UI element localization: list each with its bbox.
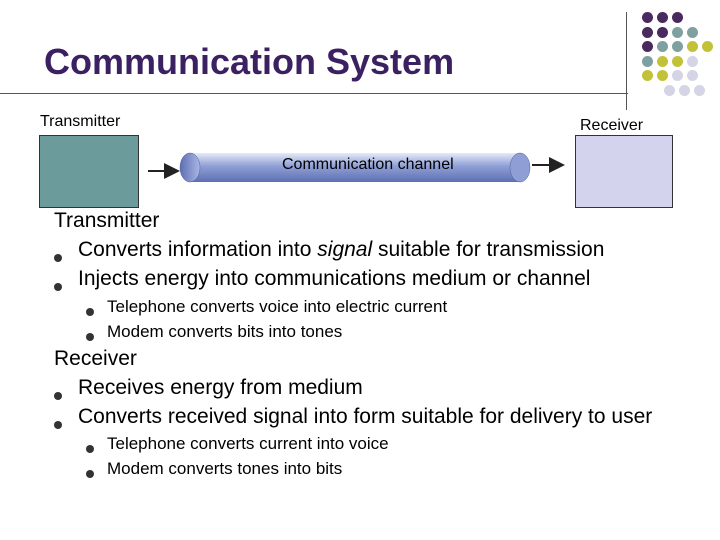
decorative-dot [642, 41, 653, 52]
transmitter-heading: Transmitter [54, 209, 160, 232]
decorative-dot [687, 70, 698, 81]
list-item: Receives energy from medium [54, 377, 654, 401]
receiver-label: Receiver [580, 117, 644, 134]
decorative-dot [657, 55, 668, 67]
decorative-dot [679, 84, 690, 96]
bullet-text: Converts received signal into form suita… [78, 405, 653, 428]
decorative-dot [642, 12, 653, 23]
channel-label: Communication channel [282, 156, 454, 173]
list-item: Telephone converts voice into electric c… [86, 298, 536, 318]
decorative-dot [672, 12, 683, 23]
receiver-box [575, 135, 673, 208]
transmitter-label: Transmitter [40, 113, 121, 130]
bullet-icon [54, 274, 62, 295]
decorative-dot [664, 84, 675, 96]
decorative-dot [694, 84, 705, 96]
transmitter-box [39, 135, 139, 208]
decorative-dot [642, 55, 653, 67]
bullet-icon [86, 327, 94, 344]
bullet-text: Converts information into signal suitabl… [78, 238, 605, 261]
bullet-icon [86, 439, 94, 456]
decorative-dot [657, 26, 668, 38]
receiver-heading: Receiver [54, 347, 137, 370]
slide-title: Communication System [44, 41, 455, 82]
bullet-icon [54, 412, 62, 433]
decorative-dot-grid [0, 0, 720, 110]
decorative-dot [672, 41, 683, 52]
decorative-dot [672, 70, 683, 81]
sub-bullet-text: Telephone converts voice into electric c… [107, 297, 448, 316]
decorative-dot [702, 41, 713, 52]
list-item: Converts information into signal suitabl… [54, 239, 654, 263]
title-divider [0, 93, 628, 94]
bullet-icon [86, 302, 94, 319]
decorative-dot [657, 41, 668, 52]
bullet-text: Injects energy into communications mediu… [78, 267, 591, 290]
bullet-text: Receives energy from medium [78, 376, 363, 399]
list-item: Modem converts bits into tones [86, 323, 536, 343]
decorative-dot [642, 70, 653, 81]
decorative-dot [672, 26, 683, 38]
decorative-dot [657, 70, 668, 81]
list-item: Injects energy into communications mediu… [54, 268, 654, 292]
decorative-dot [687, 41, 698, 52]
decorative-dot [672, 55, 683, 67]
sub-bullet-text: Telephone converts current into voice [107, 434, 389, 453]
vertical-divider [626, 12, 627, 110]
list-item: Telephone converts current into voice [86, 435, 536, 455]
channel-pipe [179, 152, 531, 183]
decorative-dot [687, 55, 698, 67]
bullet-icon [54, 245, 62, 266]
sub-bullet-text: Modem converts tones into bits [107, 459, 343, 478]
channel-diagram [148, 152, 565, 183]
decorative-dot [687, 26, 698, 38]
list-item: Modem converts tones into bits [86, 460, 536, 480]
decorative-dot [657, 12, 668, 23]
list-item: Converts received signal into form suita… [54, 406, 694, 430]
sub-bullet-text: Modem converts bits into tones [107, 322, 343, 341]
bullet-icon [86, 464, 94, 481]
bullet-icon [54, 383, 62, 404]
decorative-dot [642, 26, 653, 38]
